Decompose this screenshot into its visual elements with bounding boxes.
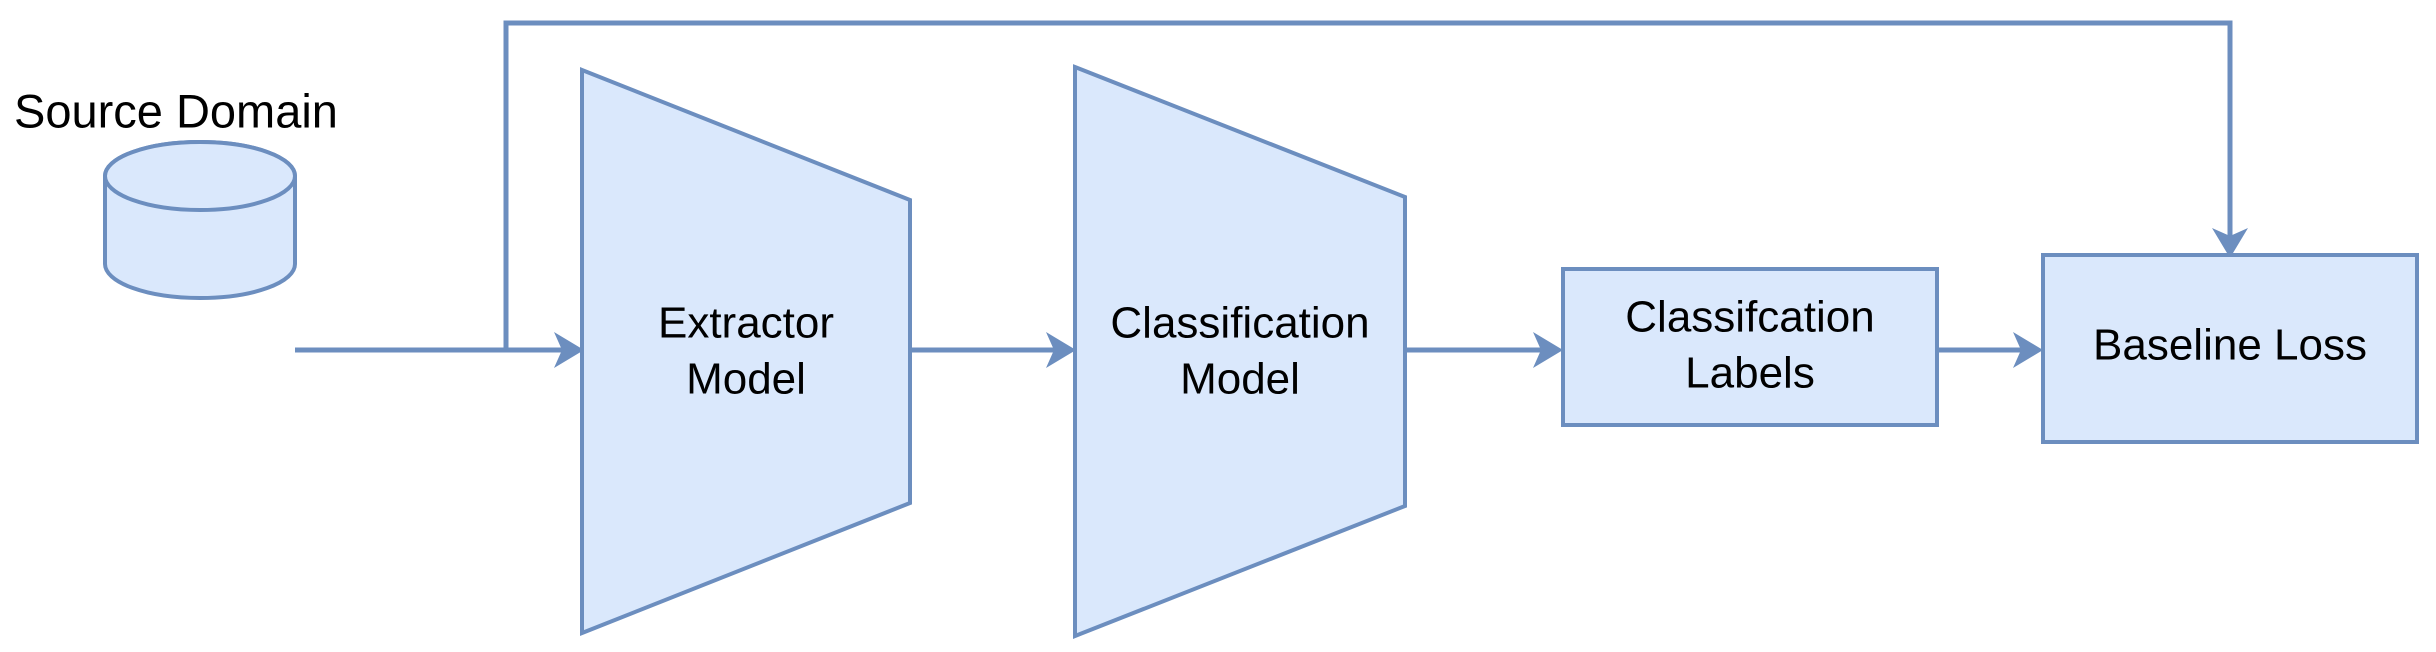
edge-labels-to-loss	[1937, 332, 2043, 368]
classification-model-label-line2: Model	[1180, 355, 1300, 404]
baseline-loss-label: Baseline Loss	[2093, 321, 2367, 370]
edge-feedback-arrowhead	[2212, 228, 2248, 258]
node-extractor-model[interactable]: Extractor Model	[580, 67, 912, 636]
extractor-model-label-line2: Model	[686, 355, 806, 404]
edge-feedback-to-loss	[503, 20, 2248, 350]
node-classification-model[interactable]: Classification Model	[1073, 64, 1407, 639]
edge-labels-arrowhead	[2013, 332, 2043, 368]
edge-feedback-line	[503, 20, 2233, 350]
classification-labels-label-line1: Classifcation	[1625, 293, 1874, 342]
extractor-model-shape	[580, 67, 912, 636]
node-baseline-loss[interactable]: Baseline Loss	[2041, 253, 2419, 444]
node-source-domain[interactable]	[102, 140, 298, 300]
extractor-model-label-line1: Extractor	[658, 299, 834, 348]
edge-classification-arrowhead	[1533, 332, 1563, 368]
classification-labels-label-line2: Labels	[1685, 349, 1815, 398]
classification-model-label-line1: Classification	[1110, 299, 1369, 348]
edge-source-to-extractor	[295, 332, 584, 368]
classification-model-shape	[1073, 64, 1407, 639]
baseline-loss-shape	[2041, 253, 2419, 444]
node-classification-labels[interactable]: Classifcation Labels	[1561, 267, 1939, 427]
edge-extractor-to-classification	[910, 332, 1076, 368]
edge-source-arrowhead	[554, 332, 584, 368]
edge-extractor-arrowhead	[1046, 332, 1076, 368]
classification-labels-shape	[1561, 267, 1939, 427]
cylinder-top-ellipse	[102, 140, 298, 212]
edge-classification-to-labels	[1405, 332, 1563, 368]
source-domain-caption: Source Domain	[14, 84, 338, 137]
